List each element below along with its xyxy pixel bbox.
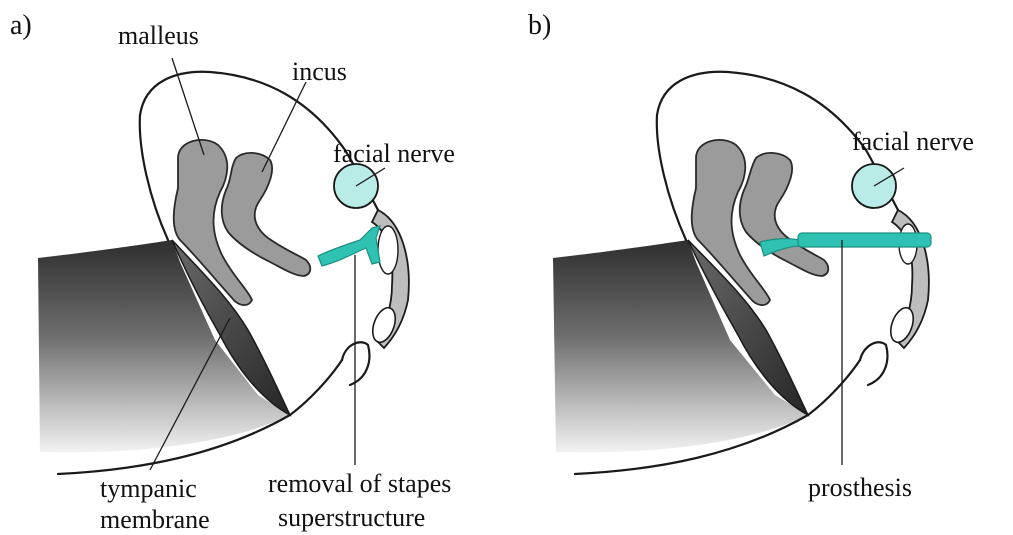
malleus-label: malleus (118, 21, 199, 50)
prosthesis-label: prosthesis (808, 473, 912, 502)
incus-leader (262, 82, 306, 172)
tympanic-label-2: membrane (100, 505, 210, 534)
removal-label-1: removal of stapes (268, 469, 451, 498)
tympanic-label-1: tympanic (100, 474, 197, 503)
panel-a-label: a) (10, 10, 32, 41)
removal-label-2: superstructure (278, 503, 425, 532)
panel-b: b) facial nerve prosthesis (528, 10, 974, 502)
incus (222, 153, 311, 276)
oval-window (378, 226, 398, 274)
promontory-outline (342, 342, 369, 385)
promontory-outline-b (860, 342, 887, 385)
incus-b (740, 153, 829, 276)
facial-nerve-label-b: facial nerve (852, 127, 974, 156)
panel-a: a) malleus incus facial nerve tympan (10, 10, 455, 534)
panel-b-label: b) (528, 10, 551, 41)
prosthesis (798, 233, 931, 247)
stapes-superstructure (318, 226, 380, 266)
facial-nerve-label-a: facial nerve (333, 139, 455, 168)
incus-label: incus (292, 57, 347, 86)
